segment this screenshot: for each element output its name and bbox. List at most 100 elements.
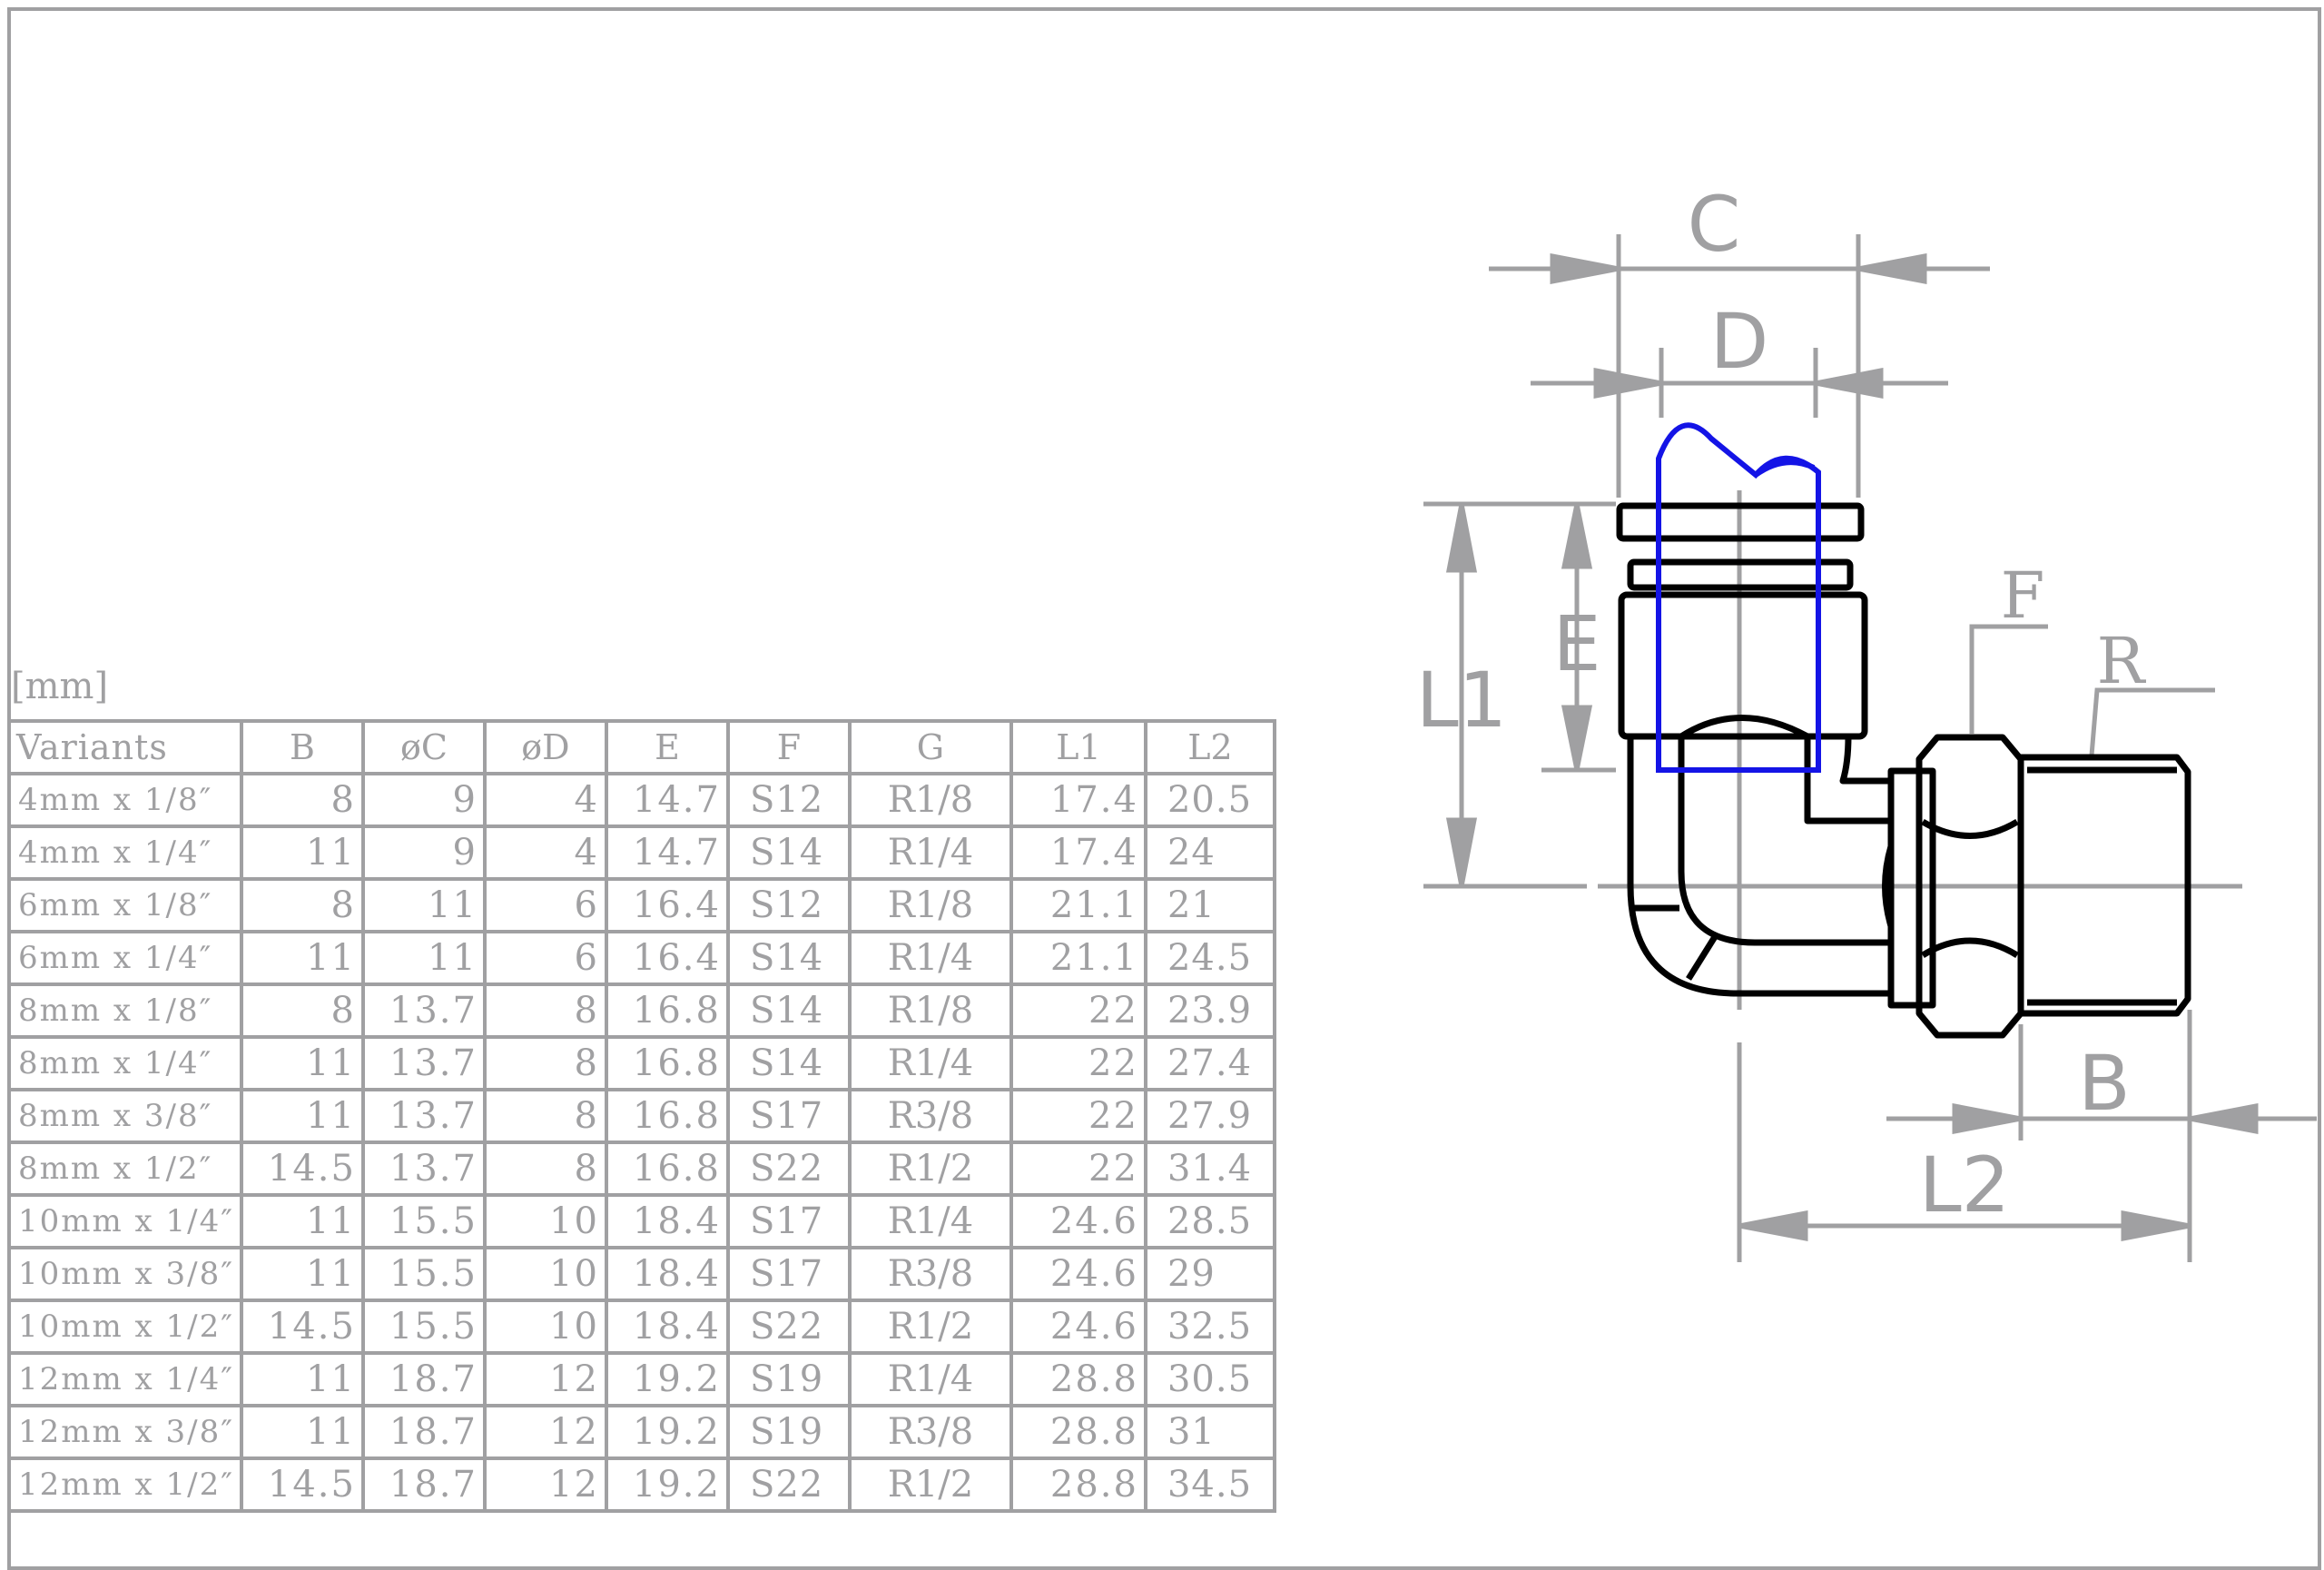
table-cell: 16.8 bbox=[604, 1140, 730, 1197]
table-cell: 32.5 bbox=[1143, 1298, 1276, 1355]
table-cell: 8mm x 1/4″ bbox=[7, 1035, 243, 1091]
table-cell: S14 bbox=[725, 1035, 852, 1091]
table-cell: 24.6 bbox=[1009, 1298, 1147, 1355]
table-cell: 28.8 bbox=[1009, 1456, 1147, 1513]
table-cell: 11 bbox=[239, 1351, 365, 1407]
table-cell: 19.2 bbox=[604, 1404, 730, 1460]
tube-inserted bbox=[1656, 422, 1821, 773]
table-cell: R1/8 bbox=[847, 772, 1013, 828]
dim-e bbox=[1541, 503, 1616, 773]
label-r: R bbox=[2097, 624, 2147, 698]
table-cell: 6mm x 1/4″ bbox=[7, 930, 243, 986]
table-cell: S19 bbox=[725, 1404, 852, 1460]
table-cell: 34.5 bbox=[1143, 1456, 1276, 1513]
table-cell: 10 bbox=[482, 1246, 608, 1302]
table-cell: S22 bbox=[725, 1298, 852, 1355]
table-cell: 16.8 bbox=[604, 982, 730, 1039]
table-cell: 6mm x 1/8″ bbox=[7, 877, 243, 933]
table-cell: 12mm x 3/8″ bbox=[7, 1404, 243, 1460]
collet-groove bbox=[1627, 558, 1854, 591]
table-cell: 11 bbox=[239, 930, 365, 986]
table-cell: 29 bbox=[1143, 1246, 1276, 1302]
table-cell: 14.7 bbox=[604, 824, 730, 881]
table-cell: 13.7 bbox=[360, 982, 487, 1039]
table-header-4: E bbox=[604, 719, 730, 775]
table-cell: 16.4 bbox=[604, 877, 730, 933]
table-cell: 17.4 bbox=[1009, 772, 1147, 828]
sleeve bbox=[1887, 767, 1936, 1009]
table-cell: 24 bbox=[1143, 824, 1276, 881]
table-cell: 22 bbox=[1009, 1035, 1147, 1091]
table-cell: 4mm x 1/4″ bbox=[7, 824, 243, 881]
table-cell: 15.5 bbox=[360, 1298, 487, 1355]
table-cell: 31 bbox=[1143, 1404, 1276, 1460]
table-cell: S12 bbox=[725, 877, 852, 933]
label-d: D bbox=[1710, 297, 1769, 386]
table-cell: 8 bbox=[482, 1140, 608, 1197]
table-cell: R1/8 bbox=[847, 982, 1013, 1039]
table-cell: 17.4 bbox=[1009, 824, 1147, 881]
table-cell: 8mm x 1/8″ bbox=[7, 982, 243, 1039]
table-cell: 24.6 bbox=[1009, 1193, 1147, 1249]
table-cell: 19.2 bbox=[604, 1351, 730, 1407]
table-cell: 10mm x 1/4″ bbox=[7, 1193, 243, 1249]
table-cell: 12mm x 1/2″ bbox=[7, 1456, 243, 1513]
table-cell: 11 bbox=[239, 1035, 365, 1091]
label-l2: L2 bbox=[1919, 1140, 2010, 1229]
table-cell: 24.5 bbox=[1143, 930, 1276, 986]
table-cell: 14.5 bbox=[239, 1140, 365, 1197]
table-cell: 24.6 bbox=[1009, 1246, 1147, 1302]
table-cell: 8 bbox=[482, 982, 608, 1039]
table-header-2: øC bbox=[360, 719, 487, 775]
table-cell: 4mm x 1/8″ bbox=[7, 772, 243, 828]
table-cell: S17 bbox=[725, 1088, 852, 1144]
table-cell: 12 bbox=[482, 1351, 608, 1407]
table-cell: 11 bbox=[239, 824, 365, 881]
table-cell: 28.8 bbox=[1009, 1404, 1147, 1460]
table-cell: 16.4 bbox=[604, 930, 730, 986]
table-cell: 18.4 bbox=[604, 1298, 730, 1355]
table-cell: R3/8 bbox=[847, 1246, 1013, 1302]
label-e: E bbox=[1552, 599, 1600, 688]
table-cell: 8mm x 3/8″ bbox=[7, 1088, 243, 1144]
dim-l2 bbox=[1737, 1010, 2192, 1262]
table-cell: 11 bbox=[239, 1246, 365, 1302]
table-header-3: øD bbox=[482, 719, 608, 775]
table-cell: 4 bbox=[482, 824, 608, 881]
label-b: B bbox=[2078, 1039, 2131, 1128]
label-f: F bbox=[2001, 558, 2045, 633]
table-cell: R3/8 bbox=[847, 1088, 1013, 1144]
table-cell: 13.7 bbox=[360, 1140, 487, 1197]
table-cell: 21.1 bbox=[1009, 930, 1147, 986]
table-cell: R1/8 bbox=[847, 877, 1013, 933]
dim-c bbox=[1489, 234, 1990, 498]
table-cell: 6 bbox=[482, 877, 608, 933]
table-cell: 9 bbox=[360, 772, 487, 828]
unit-label: [mm] bbox=[11, 666, 109, 707]
table-cell: 28.8 bbox=[1009, 1351, 1147, 1407]
table-cell: 18.4 bbox=[604, 1193, 730, 1249]
table-cell: 14.5 bbox=[239, 1298, 365, 1355]
table-cell: 4 bbox=[482, 772, 608, 828]
table-cell: 21 bbox=[1143, 877, 1276, 933]
table-cell: 11 bbox=[239, 1088, 365, 1144]
table-cell: 8 bbox=[482, 1035, 608, 1091]
table-cell: R1/4 bbox=[847, 1035, 1013, 1091]
table-cell: 27.4 bbox=[1143, 1035, 1276, 1091]
leader-r bbox=[2089, 687, 2215, 756]
table-cell: 19.2 bbox=[604, 1456, 730, 1513]
table-cell: 18.4 bbox=[604, 1246, 730, 1302]
table-cell: 18.7 bbox=[360, 1351, 487, 1407]
table-cell: R1/4 bbox=[847, 1351, 1013, 1407]
table-cell: S19 bbox=[725, 1351, 852, 1407]
